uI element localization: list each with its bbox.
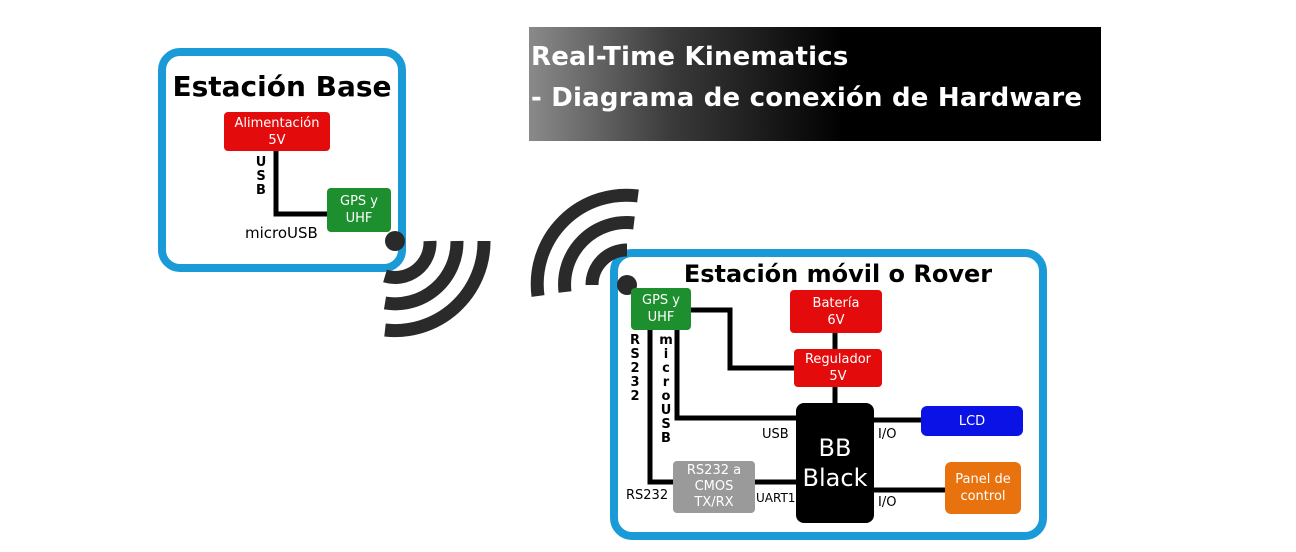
battery-block: Batería 6V [790, 290, 882, 333]
control-panel-block: Panel de control [945, 462, 1021, 514]
lcd-block: LCD [921, 406, 1023, 436]
diagram-title-line1: Real-Time Kinematics [531, 42, 849, 72]
uart1-label: UART1 [756, 491, 796, 505]
rover-rs232-wire [647, 330, 674, 485]
base-wireless-signal-icon [383, 231, 491, 338]
rover-gps-regulator-wire [690, 307, 796, 371]
rover-station-title: Estación móvil o Rover [683, 260, 993, 288]
rs232-cmos-converter-block: RS232 a CMOS TX/RX [673, 461, 755, 513]
base-power-block: Alimentación 5V [224, 112, 330, 151]
io-panel-label: I/O [878, 495, 897, 510]
usb-label: USB [762, 427, 789, 442]
base-usb-wire [273, 150, 328, 217]
base-station-frame [158, 48, 406, 272]
base-station-title: Estación Base [172, 70, 392, 103]
io-lcd-label: I/O [878, 427, 897, 442]
rs232-label: RS232 [626, 488, 669, 503]
regulator-block: Regulador 5V [794, 349, 882, 387]
rover-wireless-signal-icon [530, 188, 639, 297]
base-antenna-dot-icon [385, 231, 405, 251]
diagram-title-banner: Real-Time Kinematics - Diagrama de conex… [529, 27, 1101, 141]
bb-black-block: BB Black [796, 403, 874, 523]
diagram-title-line2: - Diagrama de conexión de Hardware [531, 83, 1083, 113]
base-microusb-label: microUSB [245, 224, 318, 242]
base-gps-block: GPS y UHF [327, 188, 391, 232]
rover-gps-block: GPS y UHF [631, 288, 691, 330]
rover-microusb-wire [674, 330, 797, 421]
